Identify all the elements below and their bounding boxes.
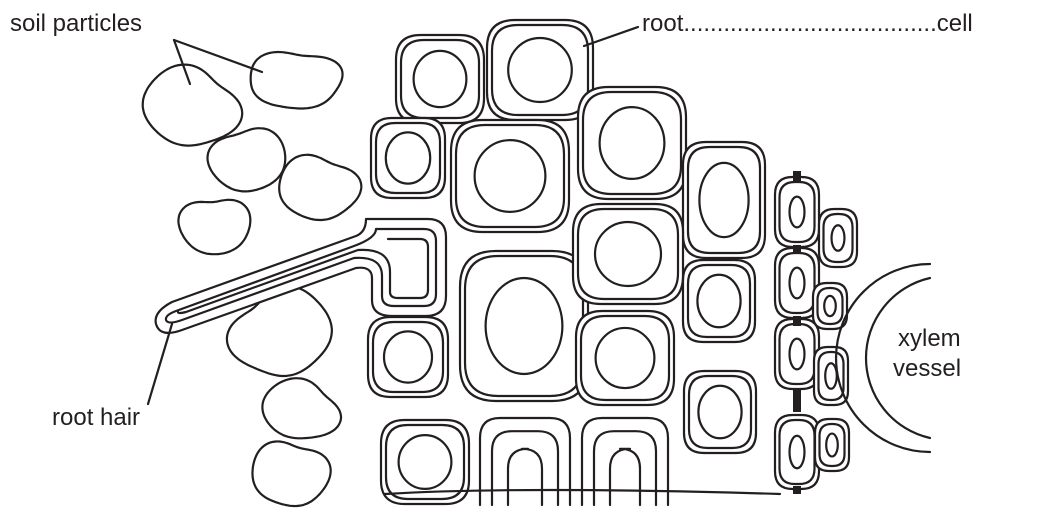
- partial-cell: [492, 431, 558, 505]
- root-hair-cell-wall: [156, 219, 446, 333]
- xylem-vessel-label-line1: xylem: [898, 326, 961, 352]
- root-cell: [460, 251, 588, 401]
- root-cell-label: root....................................…: [642, 11, 973, 37]
- root-cell: [683, 260, 755, 342]
- root-cell: [684, 371, 756, 453]
- root-cell: [396, 35, 484, 123]
- root-cell: [451, 120, 569, 232]
- root-cell: [578, 87, 686, 199]
- soil-particle: [143, 65, 242, 146]
- partial-cell: [610, 449, 640, 505]
- xylem-vessel-label-line2: vessel: [893, 356, 961, 382]
- root-hair-leader: [148, 324, 172, 404]
- partial-cell: [508, 449, 542, 505]
- soil-particles-leader: [174, 40, 262, 72]
- root-hair-cell: [156, 219, 446, 333]
- soil-particle: [279, 155, 361, 220]
- root-cell: [573, 204, 683, 304]
- soil-particles-leader: [174, 40, 190, 84]
- soil-particle: [251, 52, 343, 109]
- soil-particle: [262, 378, 341, 438]
- root-cell: [683, 142, 765, 258]
- soil-particle: [252, 441, 330, 506]
- soil-particle: [178, 200, 250, 254]
- root-cell: [371, 118, 445, 198]
- root-cell: [487, 20, 593, 120]
- soil-particles-label: soil particles: [10, 11, 142, 37]
- root-cell: [368, 317, 448, 397]
- root-hair-label: root hair: [52, 405, 140, 431]
- partial-cell: [594, 431, 656, 505]
- endodermis-cell: [819, 209, 857, 267]
- root-cell: [576, 311, 674, 405]
